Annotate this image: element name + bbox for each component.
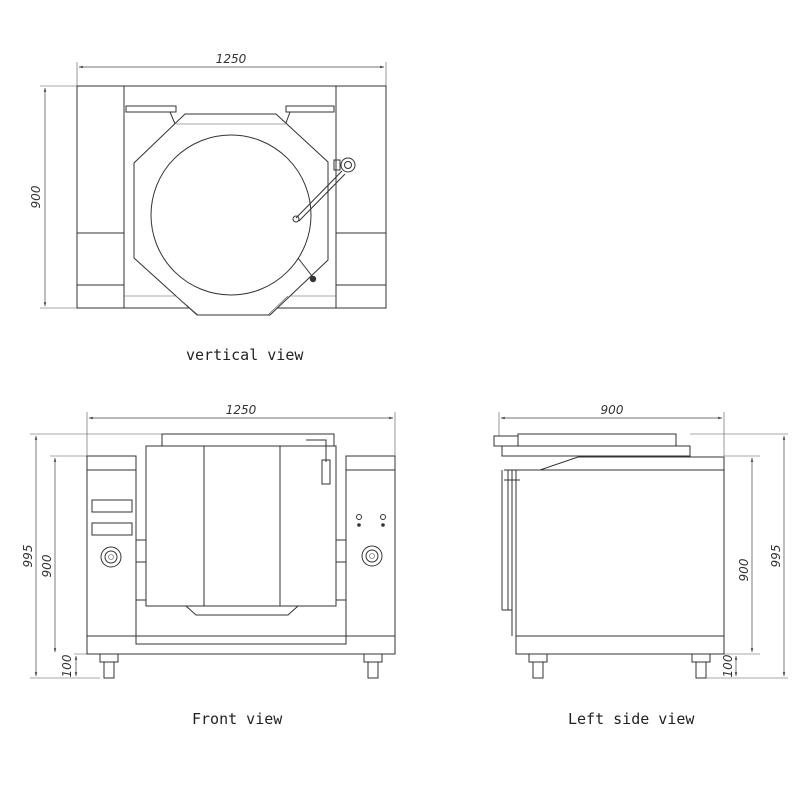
top-width-label: 1250: [216, 52, 247, 66]
side-depth-dimension: 900: [498, 403, 725, 456]
top-view: 1250 900: [29, 52, 387, 316]
side-lid: [517, 433, 677, 447]
front-right-indicator-1: [356, 514, 362, 520]
front-height-dimensions: 995 900 100: [21, 433, 162, 679]
front-width-label: 1250: [226, 403, 257, 417]
front-right-control-knob: [361, 545, 383, 567]
top-kettle-bowl-circle: [150, 134, 312, 296]
top-tilt-handle: [292, 157, 356, 223]
side-main-body: [515, 469, 725, 637]
front-left-column: [86, 455, 137, 637]
side-height-dimensions: 900 995 100: [690, 433, 788, 679]
side-base: [515, 635, 725, 655]
top-width-dimension: 1250: [76, 52, 387, 86]
front-right-indicator-2: [380, 514, 386, 520]
side-leg-height-label: 100: [721, 654, 735, 677]
front-handle: [306, 439, 331, 485]
top-drain-knob: [297, 257, 317, 283]
side-lid-handle: [493, 435, 519, 447]
side-front-lip: [501, 470, 513, 636]
front-left-foot: [99, 653, 119, 679]
front-leg-height-label: 100: [60, 654, 74, 677]
top-kettle-housing: [133, 113, 329, 316]
top-right-side-block: [335, 85, 387, 309]
side-depth-label: 900: [601, 403, 624, 417]
top-left-side-block: [76, 85, 125, 309]
side-view: 900 900 995 100: [493, 403, 788, 679]
front-width-dimension: 1250: [86, 403, 396, 456]
top-depth-dimension: 900: [29, 85, 77, 309]
front-left-control-knob: [100, 546, 122, 568]
front-left-display-lower: [91, 522, 133, 536]
front-total-height-label: 995: [21, 545, 35, 568]
front-base-cabinet: [86, 635, 396, 655]
top-view-caption: vertical view: [186, 346, 304, 364]
side-sloped-top: [504, 456, 725, 471]
side-total-height-label: 995: [769, 545, 783, 568]
top-depth-label: 900: [29, 185, 43, 208]
front-view-caption: Front view: [192, 710, 283, 728]
front-right-foot: [363, 653, 383, 679]
side-right-foot: [691, 653, 711, 679]
front-kettle-body: [145, 445, 337, 607]
front-body-height-label: 900: [40, 554, 54, 577]
front-view: 1250 995 900 100: [21, 403, 396, 679]
side-body-height-label: 900: [737, 558, 751, 581]
front-left-display-upper: [91, 499, 133, 513]
side-view-caption: Left side view: [568, 710, 695, 728]
side-left-foot: [528, 653, 548, 679]
